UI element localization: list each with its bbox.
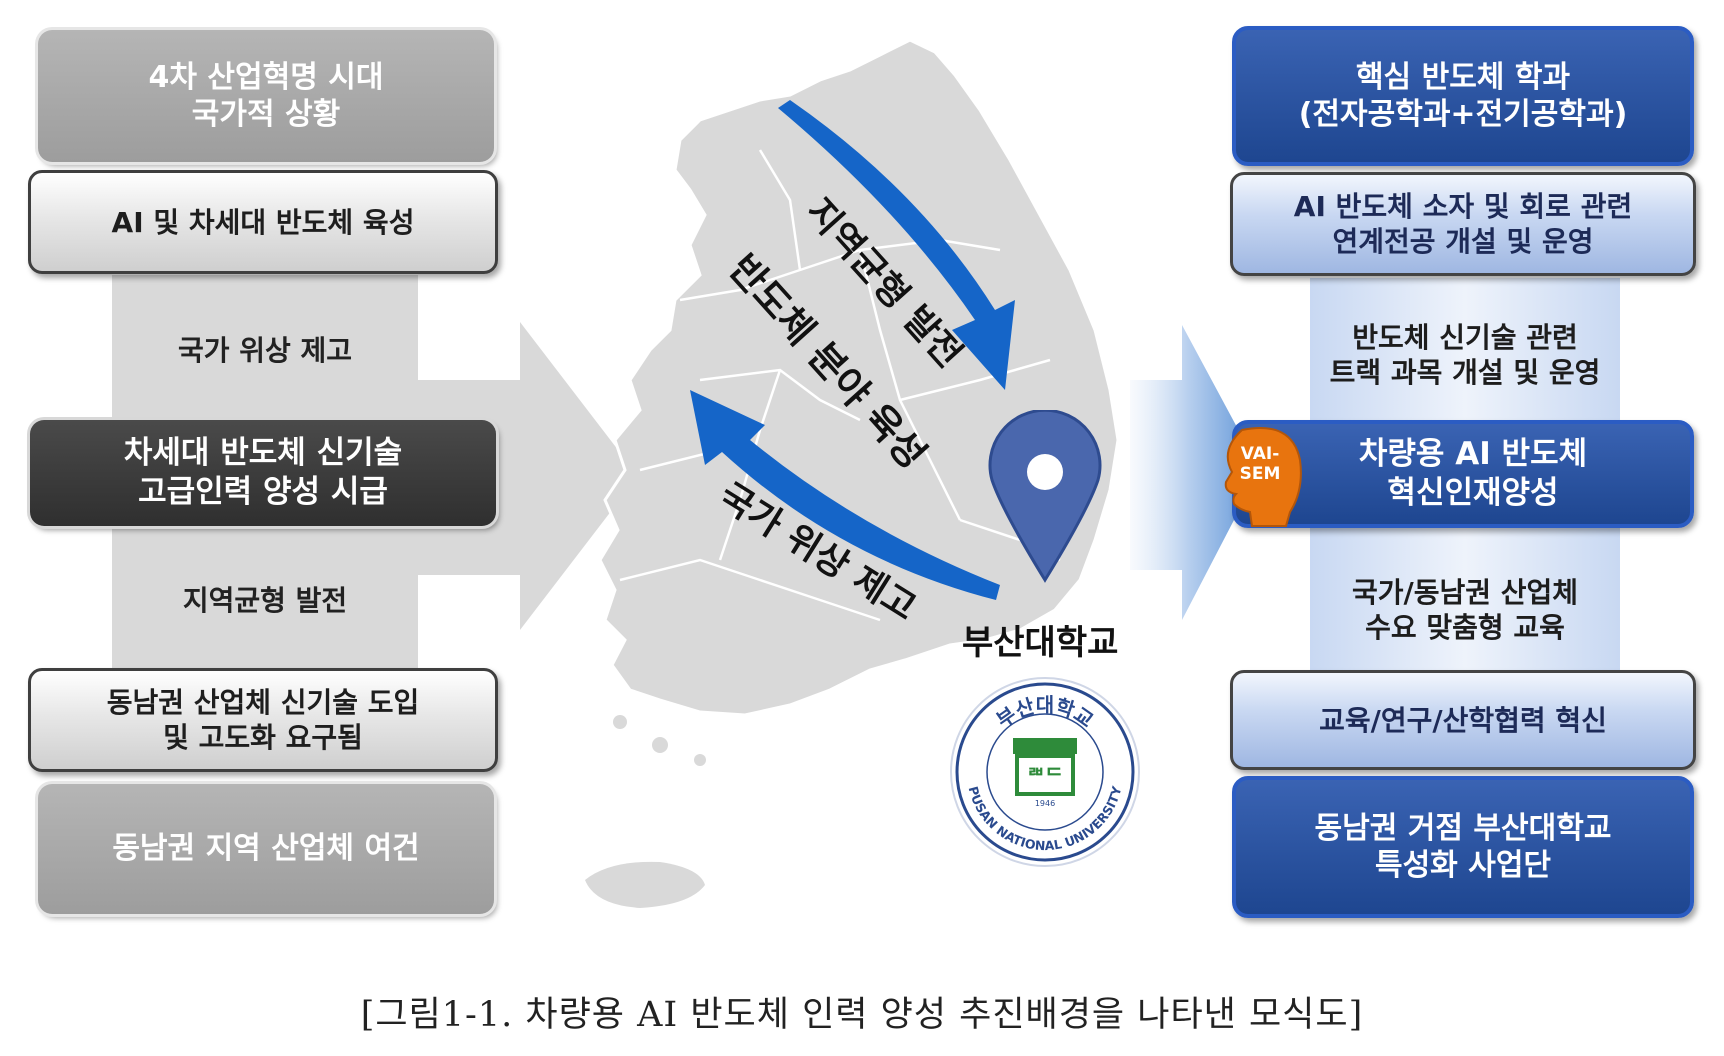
- left-text-regional-balance: 지역균형 발전: [182, 583, 348, 617]
- right-text-demand-education: 국가/동남권 산업체 수요 맞춤형 교육: [1351, 576, 1579, 644]
- left-box-southeast-industry: 동남권 산업체 신기술 도입 및 고도화 요구됨: [28, 668, 498, 772]
- right-box-automotive-ai: 차량용 AI 반도체 혁신인재양성: [1232, 420, 1694, 528]
- svg-text:1946: 1946: [1035, 799, 1055, 808]
- island: [652, 737, 668, 753]
- location-label: 부산대학교: [962, 623, 1119, 663]
- korea-mainland: [598, 38, 1120, 717]
- left-text-national-status: 국가 위상 제고: [177, 333, 353, 367]
- jeju-island: [585, 861, 705, 908]
- left-flow-arrow: [418, 322, 638, 630]
- island: [613, 715, 627, 729]
- right-box-specialized-team: 동남권 거점 부산대학교 특성화 사업단: [1232, 776, 1694, 918]
- right-box-innovation: 교육/연구/산학협력 혁신: [1230, 670, 1696, 770]
- left-box-industrial-revolution: 4차 산업혁명 시대 국가적 상황: [38, 30, 494, 162]
- svg-text:ᄅᄇᄃ: ᄅᄇᄃ: [1027, 764, 1064, 788]
- figure-caption: [그림1-1. 차량용 AI 반도체 인력 양성 추진배경을 나타낸 모식도]: [360, 995, 1364, 1035]
- left-box-urgent-talent: 차세대 반도체 신기술 고급인력 양성 시급: [30, 420, 496, 526]
- vai-sem-badge-label: VAI- SEM: [1239, 444, 1281, 484]
- arrow-down-right: [778, 100, 1015, 390]
- right-flow-arrow: [1130, 325, 1260, 620]
- university-seal-logo: 부산대학교 PUSAN NATIONAL UNIVERSITY ᄅᄇᄃ 1946: [950, 677, 1140, 867]
- island: [694, 754, 706, 766]
- right-box-core-departments: 핵심 반도체 학과 (전자공학과+전기공학과): [1232, 26, 1694, 166]
- vai-sem-head-icon: [1224, 427, 1302, 527]
- left-box-southeast-conditions: 동남권 지역 산업체 여건: [38, 784, 494, 914]
- left-box-ai-semiconductor: AI 및 차세대 반도체 육성: [28, 170, 498, 274]
- right-box-linked-major: AI 반도체 소자 및 회로 관련 연계전공 개설 및 운영: [1230, 172, 1696, 276]
- arrow-up-left: [690, 390, 1000, 600]
- right-text-track-courses: 반도체 신기술 관련 트랙 과목 개설 및 운영: [1329, 321, 1601, 389]
- location-pin-icon: [988, 410, 1102, 583]
